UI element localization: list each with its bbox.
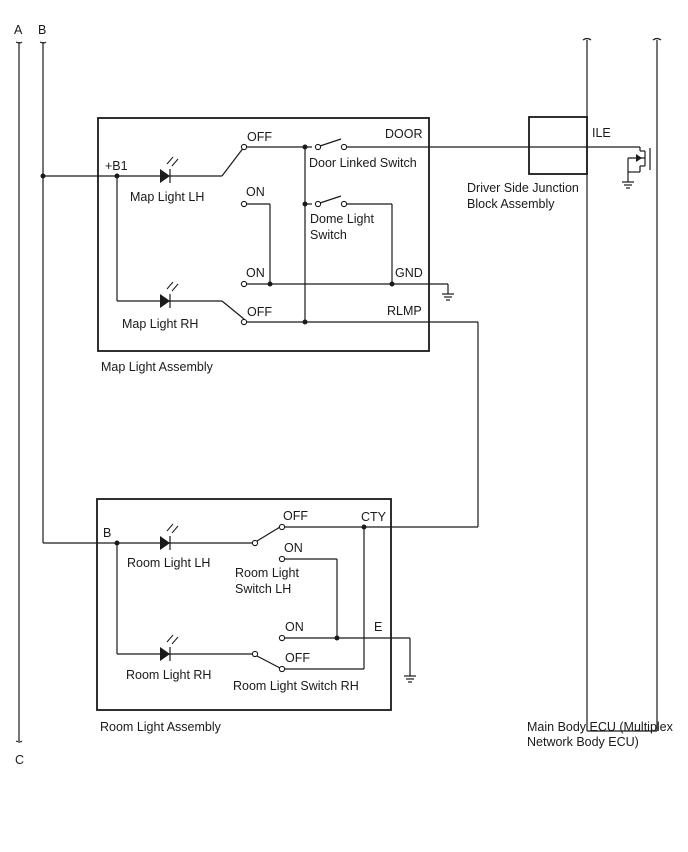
door-linked-switch-label: Door Linked Switch	[309, 156, 417, 170]
ile-pin-label: ILE	[592, 126, 611, 140]
room-light-switch-lh-label-line2: Switch LH	[235, 582, 291, 596]
map-lh-on-label: ON	[246, 185, 265, 199]
junction-block-name-line2: Block Assembly	[467, 197, 555, 211]
map-light-lh-icon	[160, 156, 179, 183]
bus-a-label: A	[14, 23, 23, 37]
map-light-lh-label: Map Light LH	[130, 190, 204, 204]
map-light-assembly-box	[97, 117, 430, 352]
map-ground-icon	[442, 284, 454, 301]
room-light-assembly-name: Room Light Assembly	[100, 720, 222, 734]
ecu-transistor-icon	[587, 146, 651, 189]
dome-light-switch-label-line2: Switch	[310, 228, 347, 242]
bus-b-label: B	[38, 23, 46, 37]
room-lh-on-label: ON	[284, 541, 303, 555]
room-lh-switch-icon	[251, 523, 286, 563]
room-light-switch-lh-label-line1: Room Light	[235, 566, 299, 580]
room-light-switch-rh-label: Room Light Switch RH	[233, 679, 359, 693]
room-b-pin-label: B	[103, 526, 111, 540]
room-light-lh-label: Room Light LH	[127, 556, 210, 570]
cty-pin-label: CTY	[361, 510, 387, 524]
map-rh-off-label: OFF	[247, 305, 272, 319]
map-light-rh-icon	[160, 281, 179, 308]
room-rh-switch-icon	[251, 634, 286, 673]
room-light-rh-label: Room Light RH	[126, 668, 211, 682]
map-rh-switch-icon	[221, 280, 248, 326]
room-ground-icon	[404, 638, 416, 683]
b1-pin-label: +B1	[105, 159, 128, 173]
map-light-assembly-name: Map Light Assembly	[101, 360, 214, 374]
body-ecu-block	[582, 37, 662, 732]
body-ecu-name-line2: Network Body ECU)	[527, 735, 639, 749]
door-pin-label: DOOR	[385, 127, 423, 141]
bus-b	[39, 41, 47, 543]
e-pin-label: E	[374, 620, 382, 634]
room-lh-off-label: OFF	[283, 509, 308, 523]
dome-light-switch-icon	[314, 195, 348, 208]
map-light-rh-label: Map Light RH	[122, 317, 198, 331]
body-ecu-name-line1: Main Body ECU (Multiplex	[527, 720, 674, 734]
map-lh-off-label: OFF	[247, 130, 272, 144]
bus-c-label: C	[15, 753, 24, 767]
room-light-rh-icon	[160, 634, 179, 661]
map-rh-on-label: ON	[246, 266, 265, 280]
door-linked-switch-icon	[314, 138, 348, 151]
room-light-lh-icon	[160, 523, 179, 550]
room-rh-on-label: ON	[285, 620, 304, 634]
gnd-pin-label: GND	[395, 266, 423, 280]
dome-light-switch-label-line1: Dome Light	[310, 212, 374, 226]
map-lh-switch-icon	[221, 143, 248, 208]
bus-a	[15, 41, 23, 743]
room-rh-off-label: OFF	[285, 651, 310, 665]
junction-block-name-line1: Driver Side Junction	[467, 181, 579, 195]
rlmp-pin-label: RLMP	[387, 304, 422, 318]
junction-block-box	[528, 116, 588, 175]
room-light-assembly-box	[96, 498, 392, 711]
